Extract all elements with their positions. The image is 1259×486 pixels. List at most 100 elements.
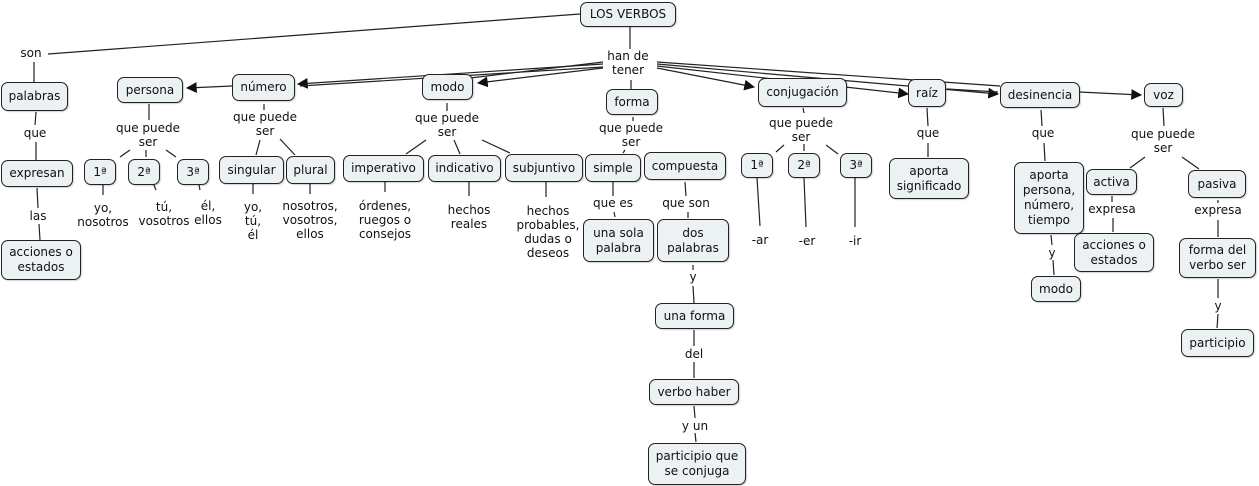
- link-label-el-ellos: él, ellos: [194, 199, 222, 227]
- link-qps-p1: [119, 149, 131, 158]
- link-label-yo-tu-el: yo, tú, él: [243, 200, 263, 242]
- link-label-y-2: y: [1048, 246, 1056, 260]
- node-acciones-estados-1[interactable]: acciones o estados: [1, 240, 81, 280]
- link-label-y-1: y: [689, 270, 697, 284]
- link-label-que-puede-ser-modo: que puede ser: [414, 111, 480, 139]
- link-label-son: son: [20, 46, 42, 60]
- node-persona[interactable]: persona: [117, 77, 183, 103]
- link-voz-qps: [1162, 107, 1165, 127]
- link-label-expresa-1: expresa: [1088, 202, 1136, 216]
- link-aporta-y: [1050, 234, 1053, 246]
- link-label-que: que: [23, 126, 47, 140]
- link-qps-pasiva: [1181, 156, 1200, 170]
- link-qps-subjuntivo: [481, 139, 511, 154]
- link-label-que-puede-ser-conj: que puede ser: [768, 116, 834, 144]
- link-hande-modo: [476, 67, 604, 88]
- link-quees-una: [613, 211, 616, 218]
- node-compuesta[interactable]: compuesta: [644, 152, 726, 180]
- link-label-del: del: [684, 347, 704, 361]
- link-hande-modo-2: [469, 61, 604, 79]
- link-las-acciones: [38, 223, 41, 241]
- link-label-nosotros-vosotros-ellos: nosotros, vosotros, ellos: [282, 199, 338, 241]
- node-pasiva[interactable]: pasiva: [1188, 170, 1246, 198]
- link-expresan-las: [36, 187, 39, 209]
- link-root-son: [47, 13, 581, 55]
- node-aporta-significado[interactable]: aporta significado: [889, 158, 969, 199]
- node-forma[interactable]: forma: [606, 89, 658, 115]
- node-voz[interactable]: voz: [1144, 83, 1183, 107]
- link-label-yo-nosotros: yo, nosotros: [77, 201, 129, 229]
- node-participio[interactable]: participio: [1181, 329, 1254, 357]
- link-qps-plural: [279, 138, 296, 156]
- node-raiz[interactable]: raíz: [908, 79, 946, 107]
- node-conj-2[interactable]: 2ª: [788, 153, 820, 178]
- node-persona-3[interactable]: 3ª: [177, 159, 209, 185]
- link-qps-activa: [1129, 156, 1146, 169]
- link-label-y-3: y: [1214, 299, 1222, 313]
- link-label-tu-vosotros: tú, vosotros: [138, 200, 190, 228]
- link-verbo-yun: [693, 405, 696, 419]
- link-label-hechos-reales: hechos reales: [447, 203, 491, 231]
- node-imperativo[interactable]: imperativo: [343, 155, 424, 182]
- link-yun-participio: [694, 432, 697, 443]
- node-verbo-haber[interactable]: verbo haber: [649, 379, 739, 405]
- node-persona-2[interactable]: 2ª: [128, 159, 160, 185]
- node-simple[interactable]: simple: [585, 154, 641, 182]
- node-plural[interactable]: plural: [286, 156, 335, 184]
- node-conj-1[interactable]: 1ª: [741, 153, 773, 178]
- node-modo[interactable]: modo: [422, 74, 473, 100]
- node-desinencia[interactable]: desinencia: [1000, 82, 1080, 108]
- node-activa[interactable]: activa: [1086, 169, 1137, 195]
- node-expresan[interactable]: expresan: [1, 160, 73, 187]
- link-qps-simple: [622, 149, 626, 154]
- node-dos-palabras[interactable]: dos palabras: [657, 219, 729, 262]
- link-qps-c1: [775, 144, 785, 153]
- link-c2-er: [803, 177, 807, 228]
- node-indicativo[interactable]: indicativo: [428, 155, 501, 182]
- link-label-que-es: que es: [592, 196, 634, 210]
- node-conjugacion[interactable]: conjugación: [758, 78, 847, 107]
- link-label-ar: -ar: [751, 233, 769, 247]
- link-y-participio: [1216, 313, 1219, 329]
- node-modo-2[interactable]: modo: [1031, 276, 1081, 302]
- link-qps-singular: [255, 139, 261, 156]
- link-numero-persona: [185, 82, 233, 93]
- node-root[interactable]: LOS VERBOS: [580, 2, 676, 27]
- node-palabras[interactable]: palabras: [1, 82, 68, 111]
- link-label-y-un: y un: [681, 419, 709, 433]
- link-c1-ar: [756, 177, 761, 227]
- node-subjuntivo[interactable]: subjuntivo: [505, 154, 583, 182]
- node-numero[interactable]: número: [232, 74, 295, 101]
- link-palabras-que: [34, 111, 37, 126]
- link-hande-conjugacion: [656, 67, 756, 91]
- node-aporta-persona[interactable]: aporta persona, número, tiempo: [1014, 162, 1084, 234]
- link-conj-qps: [802, 107, 805, 114]
- node-persona-1[interactable]: 1ª: [84, 159, 116, 185]
- node-forma-verbo-ser[interactable]: forma del verbo ser: [1179, 238, 1256, 278]
- node-singular[interactable]: singular: [219, 156, 284, 184]
- node-participio-conjuga[interactable]: participio que se conjuga: [648, 443, 746, 485]
- link-label-que-puede-ser-numero: que puede ser: [232, 110, 298, 138]
- link-label-que-puede-ser-voz: que puede ser: [1130, 127, 1196, 155]
- link-label-que-puede-ser-forma: que puede ser: [598, 121, 664, 149]
- link-label-que-puede-ser-persona: que puede ser: [115, 121, 181, 149]
- link-label-que-son: que son: [662, 196, 710, 210]
- link-label-ordenes: órdenes, ruegos o consejos: [358, 199, 412, 241]
- node-acciones-estados-2[interactable]: acciones o estados: [1074, 233, 1154, 272]
- link-label-er: -er: [798, 234, 816, 248]
- link-compuesta-queson: [684, 181, 687, 198]
- link-label-ir: -ir: [848, 234, 862, 248]
- link-desinencia-que: [1040, 109, 1043, 127]
- link-label-hechos-probables: hechos probables, dudas o deseos: [516, 204, 580, 260]
- link-y-modo: [1052, 259, 1055, 276]
- link-label-expresa-2: expresa: [1194, 203, 1242, 217]
- link-p3-el: [198, 184, 201, 191]
- link-que-aporta2: [1043, 142, 1046, 162]
- node-una-sola-palabra[interactable]: una sola palabra: [583, 219, 654, 262]
- node-una-forma[interactable]: una forma: [655, 303, 734, 329]
- link-label-que-raiz: que: [916, 126, 940, 140]
- link-raiz-desinencia-line: [946, 88, 999, 93]
- node-conj-3[interactable]: 3ª: [840, 153, 872, 178]
